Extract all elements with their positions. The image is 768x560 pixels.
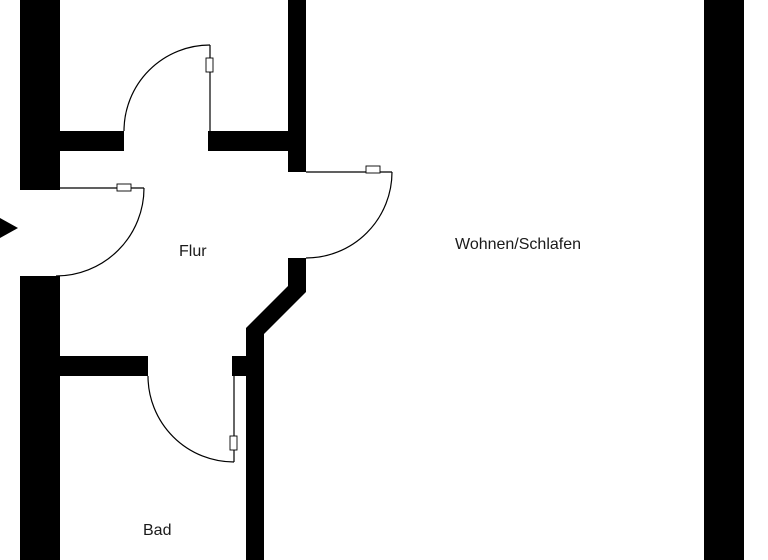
door-top — [123, 44, 214, 132]
door-entrance — [55, 183, 145, 277]
bad-top-wall-left — [56, 356, 148, 376]
left-outer-wall-upper — [20, 0, 60, 190]
walls — [20, 0, 744, 560]
door-top-hinge — [205, 57, 214, 73]
partition-wall-upper — [288, 0, 306, 172]
room-label-flur: Flur — [179, 243, 207, 260]
door-entrance-swing — [55, 187, 145, 277]
room-label-bad: Bad — [143, 522, 171, 539]
door-bad-swing — [147, 375, 235, 463]
bad-top-wall-right — [232, 356, 264, 376]
door-bad — [147, 375, 238, 463]
door-wohnen-swing — [305, 171, 393, 259]
door-wohnen-hinge — [365, 165, 381, 174]
door-wohnen — [305, 165, 393, 259]
bad-right-wall — [246, 328, 264, 560]
door-entrance-hinge — [116, 183, 132, 192]
door-top-swing — [123, 44, 211, 132]
left-outer-wall-lower — [20, 276, 60, 560]
flur-top-wall-right — [208, 131, 294, 151]
room-label-wohnen-schlafen: Wohnen/Schlafen — [455, 236, 581, 253]
door-bad-hinge — [229, 435, 238, 451]
right-outer-wall — [704, 0, 744, 560]
diagonal-wall — [246, 286, 306, 336]
partition-wall-stub — [288, 258, 306, 292]
entrance-arrow-icon — [0, 218, 18, 238]
flur-top-wall-left — [56, 131, 124, 151]
